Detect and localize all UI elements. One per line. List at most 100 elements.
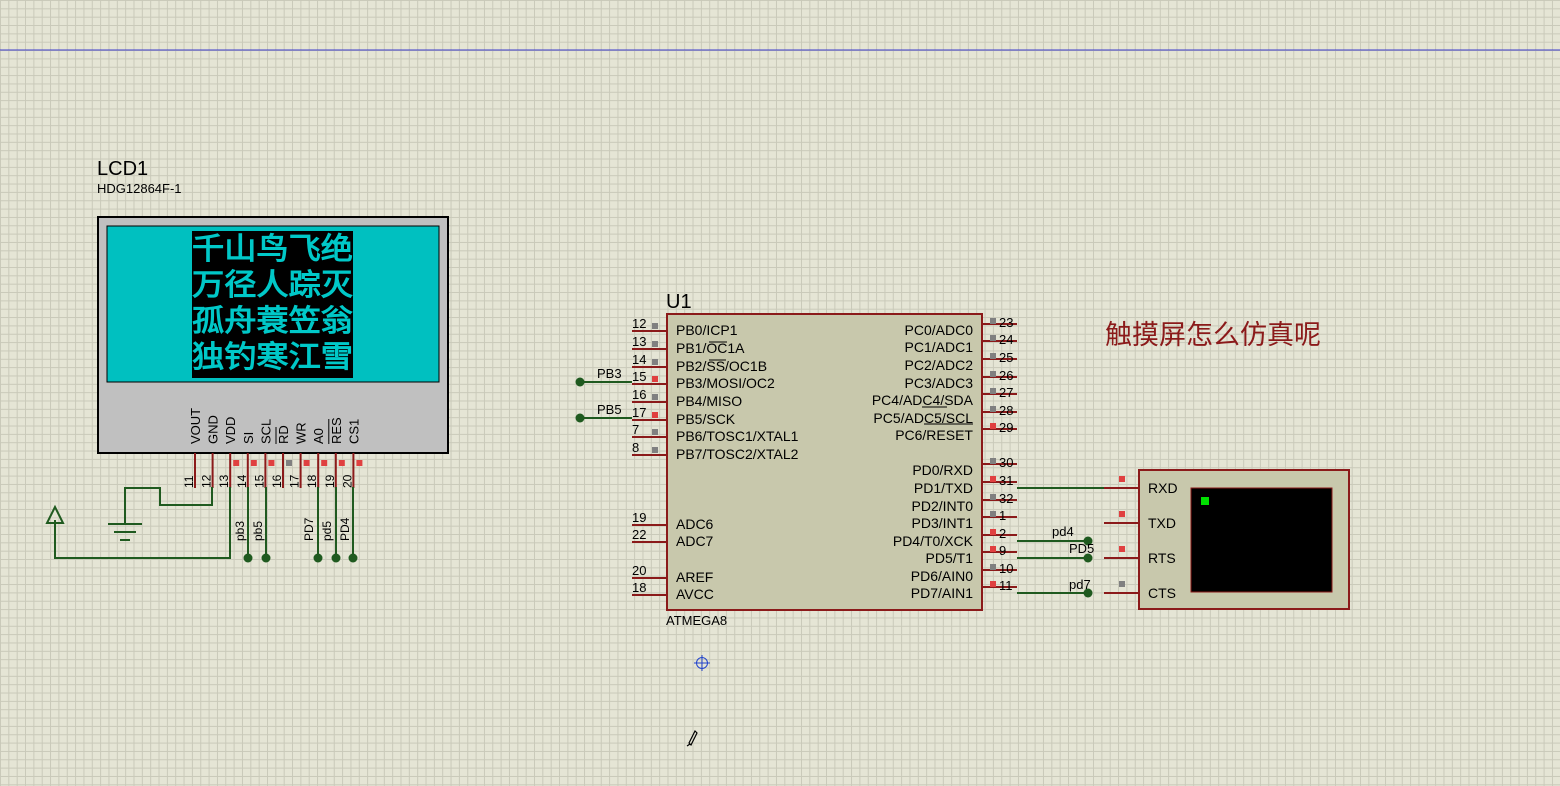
mcu-pin-label: PD3/INT1 bbox=[912, 515, 974, 531]
mcu-pin-label: PD2/INT0 bbox=[912, 498, 974, 514]
mcu-pin-label: PC3/ADC3 bbox=[905, 375, 974, 391]
lcd-wires[interactable] bbox=[54, 487, 354, 559]
mcu-pin-number: 12 bbox=[632, 316, 646, 331]
terminal-screen bbox=[1190, 487, 1333, 593]
pin-state-indicator bbox=[652, 412, 658, 418]
mcu-pin-label: ADC7 bbox=[676, 533, 714, 549]
terminal-pin-label: RTS bbox=[1148, 550, 1176, 566]
mcu-right-pins: 23PC0/ADC024PC1/ADC125PC2/ADC226PC3/ADC3… bbox=[872, 315, 1017, 601]
mcu-pin-label: PD1/TXD bbox=[914, 480, 973, 496]
pin-state-indicator bbox=[990, 406, 996, 412]
terminal-pin-label: TXD bbox=[1148, 515, 1176, 531]
mcu-net-labels: PB3 PB5 pd4 PD5 pd7 bbox=[597, 366, 1094, 592]
lcd-net-labels: pb3 pb5 PD7 pd5 PD4 bbox=[233, 517, 352, 541]
pin-state-indicator bbox=[652, 394, 658, 400]
pin-state-indicator bbox=[338, 460, 345, 466]
terminal-led-icon bbox=[1201, 497, 1209, 505]
mcu-pin-number: 31 bbox=[999, 473, 1013, 488]
lcd-pin-name: VDD bbox=[223, 417, 238, 444]
pin-state-indicator bbox=[990, 511, 996, 517]
virtual-terminal[interactable]: RXD TXD RTS CTS bbox=[1104, 469, 1350, 610]
lcd-pin-number: 17 bbox=[288, 474, 302, 488]
pin-state-indicator bbox=[652, 447, 658, 453]
mcu-pin-number: 22 bbox=[632, 527, 646, 542]
lcd-pin-number: 12 bbox=[200, 474, 214, 488]
lcd-pin-number: 13 bbox=[217, 474, 231, 488]
lcd-pin-name: CS1 bbox=[346, 419, 361, 444]
wire-vdd[interactable] bbox=[54, 487, 231, 559]
lcd-pin-name: RES bbox=[329, 417, 344, 444]
terminal-pin-label: RXD bbox=[1148, 480, 1178, 496]
lcd-pin-number: 18 bbox=[305, 474, 319, 488]
mcu-pin-label: PB2/SS/OC1B bbox=[676, 358, 767, 374]
pin-state-indicator bbox=[1119, 511, 1125, 517]
mcu-pin-number: 25 bbox=[999, 350, 1013, 365]
pin-state-indicator bbox=[990, 529, 996, 535]
mcu-ref-label: U1 bbox=[666, 291, 692, 313]
mcu-pin-number: 28 bbox=[999, 403, 1013, 418]
ground-icon bbox=[108, 523, 142, 541]
mcu-pin-label: PB6/TOSC1/XTAL1 bbox=[676, 428, 799, 444]
mcu-pin-label: ADC6 bbox=[676, 516, 714, 532]
terminal-pins: RXD TXD RTS CTS bbox=[1104, 476, 1178, 601]
wire-gnd[interactable] bbox=[124, 487, 213, 524]
lcd-net-label-pb3: pb3 bbox=[233, 521, 247, 541]
pin-state-indicator bbox=[286, 460, 292, 466]
lcd-pin-name: A0 bbox=[311, 428, 326, 444]
mcu-pin-label: PD7/AIN1 bbox=[911, 585, 973, 601]
pin-state-indicator bbox=[990, 581, 996, 587]
mcu-body[interactable] bbox=[666, 313, 983, 611]
mcu-part-label: ATMEGA8 bbox=[666, 613, 727, 628]
lcd-text-lines: 千山鸟飞绝 万径人踪灭 孤舟蓑笠翁 独钓寒江雪 bbox=[192, 232, 354, 374]
pin-state-indicator bbox=[652, 359, 658, 365]
terminal-pin-label: CTS bbox=[1148, 585, 1176, 601]
mcu-pin-label: PD0/RXD bbox=[912, 462, 973, 478]
lcd-pin-name: WR bbox=[294, 422, 309, 444]
pin-state-indicator bbox=[990, 564, 996, 570]
crosshair-origin-icon bbox=[694, 655, 710, 671]
lcd-line-4: 独钓寒江雪 bbox=[192, 340, 353, 374]
lcd-component[interactable]: LCD1 HDG12864F-1 千山鸟飞绝 万径人踪灭 孤舟蓑笠翁 独钓寒江雪… bbox=[97, 158, 449, 541]
pin-state-indicator bbox=[990, 423, 996, 429]
pin-state-indicator bbox=[990, 318, 996, 324]
mcu-pin-label: PC5/ADC5/SCL bbox=[873, 410, 973, 426]
mcu-pin-number: 16 bbox=[632, 387, 646, 402]
power-terminal-icon bbox=[45, 504, 65, 524]
lcd-line-3: 孤舟蓑笠翁 bbox=[192, 304, 353, 338]
mcu-pin-number: 32 bbox=[999, 491, 1013, 506]
pin-state-indicator bbox=[990, 388, 996, 394]
mcu-pin-number: 2 bbox=[999, 526, 1006, 541]
lcd-text-backdrop bbox=[192, 231, 353, 378]
pin-state-indicator bbox=[990, 546, 996, 552]
lcd-ref-label: LCD1 bbox=[97, 158, 148, 180]
mcu-pin-label: PB4/MISO bbox=[676, 393, 742, 409]
pin-state-indicator bbox=[990, 371, 996, 377]
mcu-pin-number: 7 bbox=[632, 422, 639, 437]
mcu-pin-label: PB3/MOSI/OC2 bbox=[676, 375, 775, 391]
pin-state-indicator bbox=[1119, 476, 1125, 482]
mcu-pin-label: PB7/TOSC2/XTAL2 bbox=[676, 446, 799, 462]
pin-state-indicator bbox=[303, 460, 310, 466]
mcu-pin-label: PB5/SCK bbox=[676, 411, 736, 427]
lcd-net-label-pd5: pd5 bbox=[320, 521, 334, 541]
lcd-pin-number: 15 bbox=[252, 474, 266, 488]
mcu-pin-label: PB0/ICP1 bbox=[676, 322, 738, 338]
mcu-pin-number: 23 bbox=[999, 315, 1013, 330]
mcu-pin-number: 14 bbox=[632, 352, 646, 367]
mcu-pin-label: PC6/RESET bbox=[895, 427, 973, 443]
lcd-wire-terminals bbox=[243, 553, 358, 563]
mcu-wire-terminals bbox=[575, 377, 1093, 598]
annotation-text: 触摸屏怎么仿真呢 bbox=[1105, 320, 1321, 350]
pin-state-indicator bbox=[652, 376, 658, 382]
pin-state-indicator bbox=[652, 323, 658, 329]
mcu-pin-number: 10 bbox=[999, 561, 1013, 576]
mcu-pin-number: 20 bbox=[632, 563, 646, 578]
lcd-part-label: HDG12864F-1 bbox=[97, 181, 182, 196]
mcu-pin-number: 9 bbox=[999, 543, 1006, 558]
mcu-pin-label: PD5/T1 bbox=[926, 550, 974, 566]
lcd-pin-name: SI bbox=[241, 432, 256, 444]
